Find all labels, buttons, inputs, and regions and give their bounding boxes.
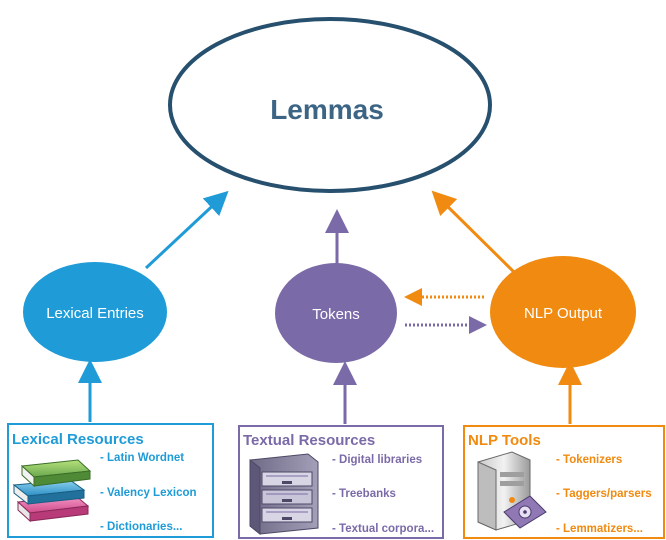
lexical-entries-label: Lexical Entries <box>46 305 144 322</box>
file-cabinet-icon <box>249 453 319 536</box>
tokens-label: Tokens <box>312 306 360 323</box>
nlp-output-node: NLP Output <box>490 256 636 368</box>
lexical-resources-title: Lexical Resources <box>12 431 144 448</box>
textual-resources-box: Textual Resources - Digital libraries - … <box>238 425 444 539</box>
nlp-item-1: - Tokenizers <box>556 454 622 466</box>
edge-lexical-to-lemmas <box>144 190 229 270</box>
books-icon <box>12 459 92 523</box>
server-icon <box>477 451 547 531</box>
nlp-tools-box: NLP Tools - Tokenizers - Taggers/parsers… <box>463 425 665 539</box>
tokens-node: Tokens <box>275 263 397 363</box>
lemmas-node: Lemmas <box>168 17 492 193</box>
textual-resources-title: Textual Resources <box>243 432 375 449</box>
lexical-entries-node: Lexical Entries <box>23 262 167 362</box>
lexical-item-1: - Latin Wordnet <box>100 452 184 464</box>
textual-item-1: - Digital libraries <box>332 454 422 466</box>
lexical-item-3: - Dictionaries... <box>100 521 182 533</box>
nlp-tools-title: NLP Tools <box>468 432 541 449</box>
nlp-item-3: - Lemmatizers... <box>556 523 643 535</box>
edge-nlp-to-lemmas <box>431 190 520 278</box>
lemmas-label: Lemmas <box>270 94 384 125</box>
lexical-resources-box: Lexical Resources - Latin Wordnet - Vale… <box>7 423 214 538</box>
textual-item-3: - Textual corpora... <box>332 523 434 535</box>
textual-item-2: - Treebanks <box>332 488 396 500</box>
nlp-item-2: - Taggers/parsers <box>556 488 652 500</box>
lexical-item-2: - Valency Lexicon <box>100 487 197 499</box>
nlp-output-label: NLP Output <box>524 305 603 322</box>
